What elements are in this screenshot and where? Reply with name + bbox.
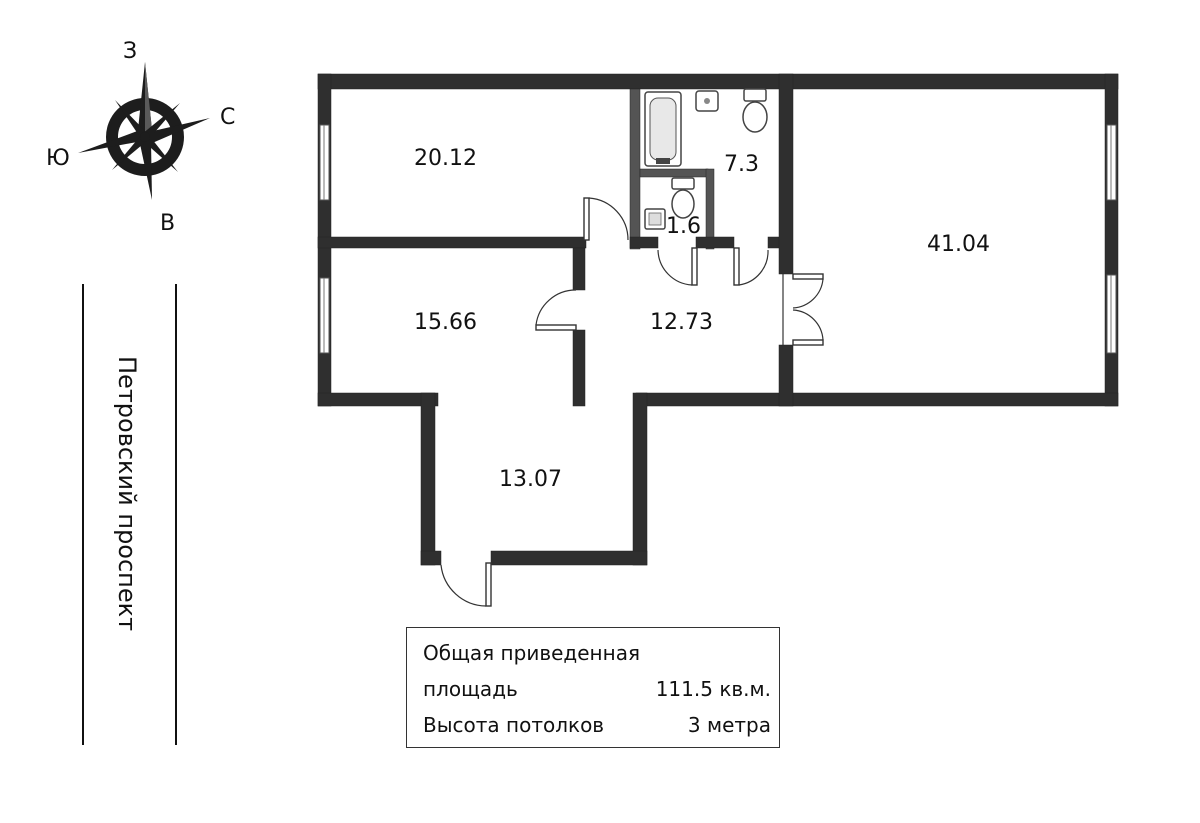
- street: Петровский проспект: [82, 284, 177, 745]
- sink-icon: [695, 90, 719, 112]
- compass-rose: З С Ю В: [46, 39, 235, 236]
- compass-label-top: З: [123, 39, 137, 64]
- area-room-e: 41.04: [927, 232, 990, 257]
- area-room-w: 15.66: [414, 310, 477, 335]
- door-room-nw: [583, 197, 629, 241]
- compass-label-right: С: [220, 105, 235, 130]
- summary-total-label-line1: Общая приведенная: [423, 641, 640, 665]
- area-wc: 1.6: [666, 214, 701, 239]
- street-name: Петровский проспект: [113, 356, 141, 631]
- door-room-w: [535, 289, 577, 331]
- summary-total-label-line2: площадь: [423, 677, 518, 701]
- summary-ceiling-label: Высота потолков: [423, 713, 605, 737]
- area-room-nw: 20.12: [414, 146, 477, 171]
- compass-label-bottom: В: [160, 211, 175, 236]
- area-hall: 12.73: [650, 310, 713, 335]
- summary-box: Общая приведенная площадь 111.5 кв.м. Вы…: [406, 627, 780, 748]
- summary-total-value: 111.5 кв.м.: [655, 677, 771, 701]
- door-room-e: [782, 273, 824, 346]
- room-labels: 20.12 15.66 12.73 7.3 1.6 41.04 13.07: [414, 146, 990, 492]
- toilet-icon: [742, 88, 768, 133]
- bathtub-icon: [644, 91, 682, 167]
- wc-sink-icon: [644, 208, 666, 230]
- windows: [319, 124, 1117, 354]
- door-bathroom: [733, 247, 769, 286]
- compass-needle-icon: [78, 62, 210, 200]
- compass-label-left: Ю: [46, 146, 70, 171]
- fixtures: [644, 88, 768, 230]
- area-entry: 13.07: [499, 467, 562, 492]
- door-entrance: [440, 562, 492, 607]
- door-wc: [657, 247, 698, 286]
- area-bathroom: 7.3: [724, 152, 759, 177]
- doors: [440, 197, 824, 607]
- wc-toilet-icon: [671, 177, 695, 219]
- summary-ceiling-value: 3 метра: [687, 713, 771, 737]
